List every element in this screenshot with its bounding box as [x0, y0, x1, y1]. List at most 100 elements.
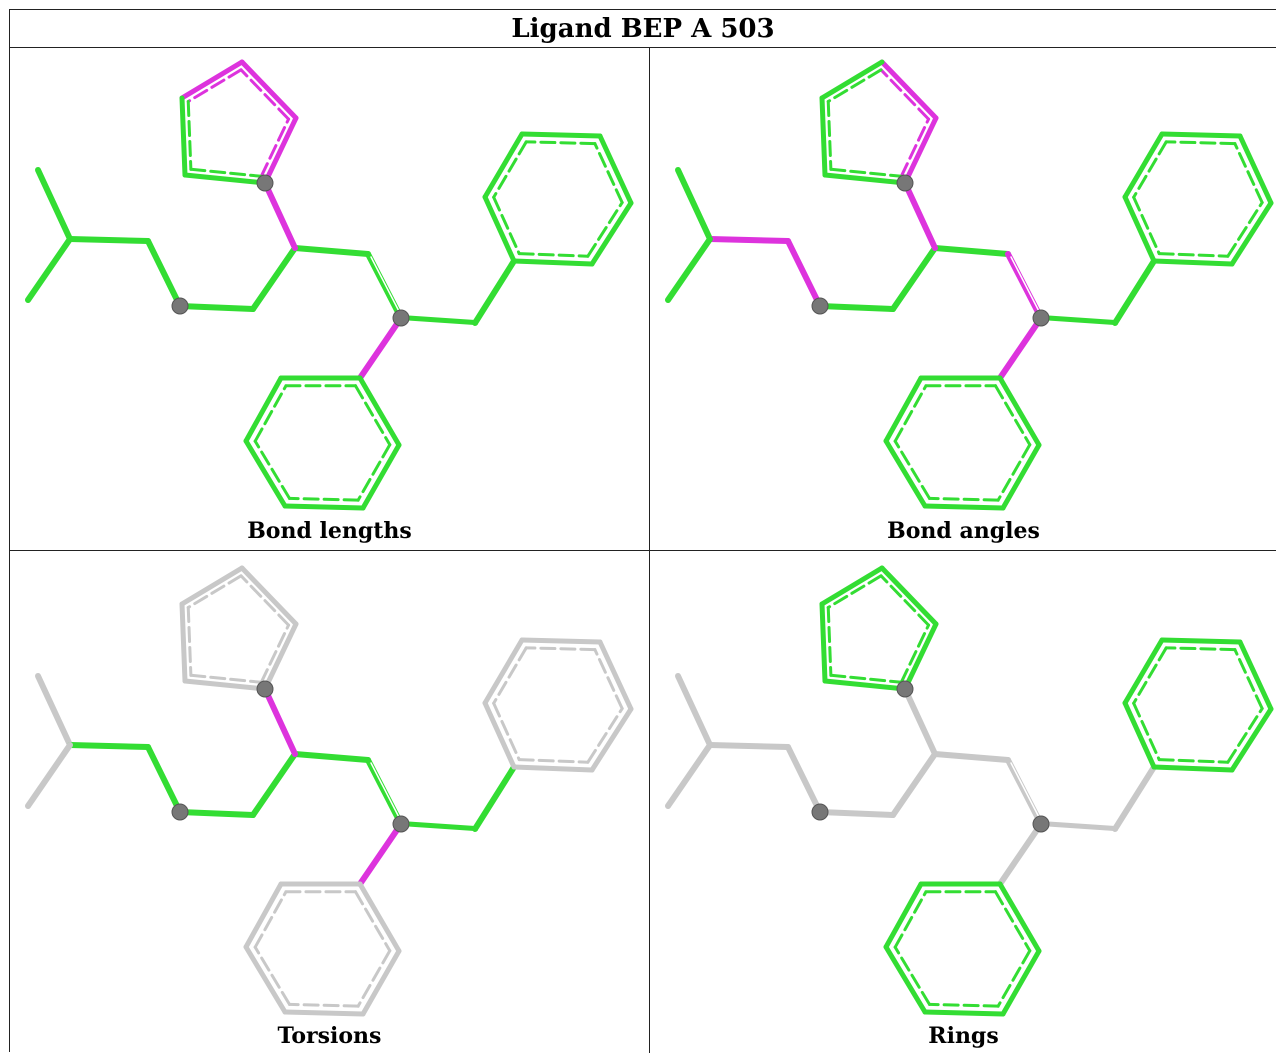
phenyl-ring-upper-bond-5-inner — [492, 140, 528, 199]
bond-b7 — [25, 742, 73, 809]
phenyl-ring-upper-bond-5-inner — [1132, 646, 1168, 705]
phenyl-ring-upper-bond-5 — [1122, 131, 1165, 200]
molecule-torsions — [25, 565, 634, 1017]
phenyl-ring-upper-bond-2-inner — [586, 707, 624, 764]
phenyl-ring-lower-bond-2 — [282, 1009, 366, 1017]
molecule-bond-lengths — [25, 59, 634, 511]
phenyl-ring-upper-bond-3 — [1237, 639, 1274, 712]
cyclopentyl-ring-bond-1 — [879, 565, 939, 627]
cyclopentyl-ring-bond-0-inner — [899, 623, 931, 684]
phenyl-ring-lower-bond-3-inner — [893, 945, 931, 1006]
phenyl-ring-upper-bond-1 — [511, 258, 595, 267]
bond-b3 — [785, 238, 823, 309]
bond-b13-highlight — [403, 320, 479, 327]
phenyl-ring-lower-bond-4-inner — [253, 384, 288, 443]
phenyl-ring-lower-bond-4-inner — [893, 384, 928, 443]
phenyl-ring-upper-bond-1-inner — [1157, 252, 1230, 258]
cyclopentyl-ring-bond-1-inner — [239, 574, 291, 627]
cyclopentyl-ring-bond-3 — [819, 601, 828, 684]
chiral-atom-0 — [896, 680, 914, 698]
cyclopentyl-ring-bond-0 — [262, 115, 299, 186]
phenyl-ring-lower-bond-1-inner — [996, 443, 1032, 502]
phenyl-ring-upper-bond-2-inner — [1226, 201, 1264, 258]
chiral-atom-2 — [1032, 309, 1050, 327]
cyclopentyl-ring-bond-2-inner — [186, 574, 243, 610]
molecule-group — [665, 59, 1274, 511]
phenyl-ring-upper-bond-3-inner — [1233, 648, 1264, 711]
phenyl-ring-upper-bond-2 — [589, 706, 634, 773]
phenyl-ring-lower-bond-3 — [883, 944, 928, 1015]
bond-b5 — [250, 751, 298, 818]
cyclopentyl-ring-bond-4-inner — [189, 167, 263, 178]
bond-b14 — [1112, 764, 1157, 832]
cyclopentyl-ring-bond-0-inner — [259, 117, 291, 178]
phenyl-ring-lower-bond-1-inner — [356, 949, 392, 1008]
phenyl-ring-lower-bond-2-inner — [927, 496, 1000, 502]
bond-b4 — [177, 809, 256, 818]
phenyl-ring-lower-bond-1-inner — [996, 949, 1032, 1008]
bond-b11 — [365, 757, 404, 827]
cyclopentyl-ring-bond-0 — [902, 115, 939, 186]
cyclopentyl-ring-bond-0-inner — [899, 117, 931, 178]
phenyl-ring-lower-bond-2 — [282, 503, 366, 511]
phenyl-ring-upper-bond-4 — [519, 131, 603, 139]
phenyl-ring-upper-bond-1-inner — [517, 252, 590, 258]
bond-b13-highlight — [403, 826, 479, 833]
bond-b5 — [890, 751, 938, 818]
cyclopentyl-ring-bond-2 — [819, 59, 885, 101]
cyclopentyl-ring-bond-0 — [902, 621, 939, 692]
phenyl-ring-lower-bond-0-inner — [993, 384, 1032, 447]
molecule-group — [25, 565, 634, 1017]
bond-b3 — [145, 744, 183, 815]
bond-b4 — [177, 303, 256, 312]
phenyl-ring-lower-bond-0 — [357, 881, 402, 954]
chiral-atom-1 — [171, 297, 189, 315]
cyclopentyl-ring-bond-1 — [239, 565, 299, 627]
bond-b2 — [707, 742, 791, 750]
bond-b1 — [35, 167, 73, 242]
phenyl-ring-lower-bond-0 — [997, 375, 1042, 448]
bond-b13 — [398, 315, 478, 326]
cyclopentyl-ring-bond-4-inner — [189, 673, 263, 684]
bond-b7 — [25, 236, 73, 303]
chiral-atom-2 — [1032, 815, 1050, 833]
bond-b1 — [675, 673, 713, 748]
phenyl-ring-lower-bond-3 — [243, 944, 288, 1015]
bond-b13-highlight — [1043, 320, 1119, 327]
phenyl-ring-upper-bond-4-inner — [1164, 140, 1237, 146]
phenyl-ring-lower-bond-0 — [997, 881, 1042, 954]
phenyl-ring-lower-bond-3 — [883, 438, 928, 509]
chiral-atom-1 — [811, 803, 829, 821]
phenyl-ring-lower-bond-1 — [1000, 948, 1042, 1017]
phenyl-ring-upper-bond-5-inner — [492, 646, 528, 705]
cyclopentyl-ring-bond-3 — [819, 95, 828, 178]
cyclopentyl-ring-bond-1-inner — [879, 68, 931, 121]
bond-b10 — [262, 686, 298, 757]
bond-b11 — [1005, 251, 1044, 321]
phenyl-ring-lower-bond-4 — [243, 881, 284, 950]
cyclopentyl-ring-bond-2-inner — [826, 68, 883, 104]
bond-b11 — [365, 251, 404, 321]
phenyl-ring-lower-bond-0-inner — [993, 890, 1032, 953]
cyclopentyl-ring-bond-4-inner — [829, 673, 903, 684]
cyclopentyl-ring-bond-4-inner — [829, 167, 903, 178]
phenyl-ring-lower-bond-1 — [360, 442, 402, 511]
bond-b12 — [357, 821, 404, 887]
panel-bond-angles: Bond angles — [650, 48, 1276, 550]
bond-b2 — [707, 236, 791, 244]
phenyl-ring-lower-bond-1-inner — [356, 443, 392, 502]
bond-b13-highlight — [1043, 826, 1119, 833]
phenyl-ring-lower-bond-4 — [883, 375, 924, 444]
phenyl-ring-upper-bond-3-inner — [593, 648, 624, 711]
bond-b12 — [997, 821, 1044, 887]
phenyl-ring-upper-bond-0 — [482, 194, 517, 264]
phenyl-ring-upper-bond-2 — [1229, 200, 1274, 267]
phenyl-ring-upper-bond-1-inner — [1157, 758, 1230, 764]
cyclopentyl-ring-bond-4 — [182, 678, 268, 692]
title-row: Ligand BEP A 503 — [10, 10, 1276, 48]
caption-rings: Rings — [928, 1023, 999, 1049]
phenyl-ring-lower-bond-2 — [922, 1009, 1006, 1017]
cyclopentyl-ring-bond-0-inner — [259, 623, 291, 684]
phenyl-ring-upper-bond-3 — [597, 133, 634, 206]
chiral-atom-0 — [256, 680, 274, 698]
